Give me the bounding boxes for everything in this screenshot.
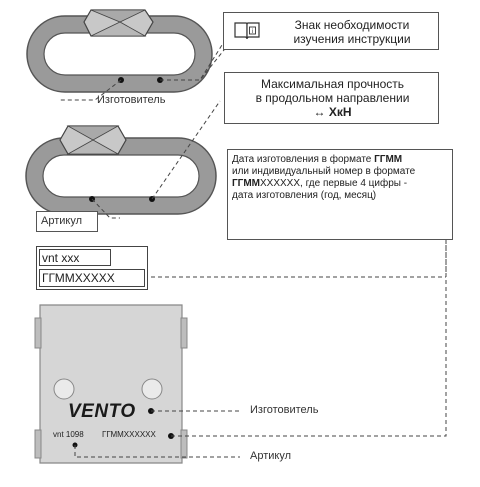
- manufacturer-label-top: Изготовитель: [97, 94, 166, 106]
- article-label-bottom: Артикул: [250, 450, 292, 462]
- sleeve-middle: [59, 125, 127, 155]
- date-format-text-4: дата изготовления (год, месяц): [232, 190, 377, 201]
- plate-code: vnt 1098: [53, 430, 84, 439]
- svg-text:i: i: [252, 29, 253, 35]
- callout-manual-sign: i Знак необходимости изучения инструкции: [223, 12, 439, 50]
- article-stack: vnt xxx ГГММХХХХХ: [36, 246, 148, 290]
- carabiner-middle: [25, 137, 217, 215]
- date-format-bold-1: ГГММ: [374, 154, 403, 165]
- max-strength-line1: Максимальная прочность: [260, 77, 405, 91]
- manual-sign-line1: Знак необходимости: [294, 18, 410, 32]
- date-format-text-1: Дата изготовления в формате: [232, 154, 375, 165]
- sleeve-top: [83, 9, 154, 37]
- article-tag-box: Артикул: [36, 211, 98, 232]
- article-serial-field: ГГММХХХХХ: [39, 269, 145, 287]
- plate-serial: ГГММХХХХХХ: [102, 430, 156, 439]
- date-format-text-3: ХХХХХХ, где первые 4 цифры -: [260, 178, 408, 189]
- callout-max-strength: Максимальная прочность в продольном напр…: [224, 72, 439, 124]
- manual-sign-line2: изучения инструкции: [293, 32, 411, 46]
- date-format-bold-2: ГГММ: [232, 178, 260, 189]
- vento-plate: [34, 304, 188, 464]
- double-arrow-icon: ↔: [313, 105, 326, 119]
- plate-brand: VENTO: [68, 401, 136, 422]
- manufacturer-label-bottom: Изготовитель: [250, 404, 319, 416]
- carabiner-top: [26, 15, 213, 93]
- article-code-field: vnt xxx: [39, 249, 111, 266]
- leader-lines: [60, 44, 447, 458]
- max-strength-line2: в продольном направлении: [255, 91, 410, 105]
- max-strength-value: ХкН: [328, 105, 352, 119]
- callout-date-format: Дата изготовления в формате ГГММ или инд…: [227, 149, 453, 240]
- book-icon: i: [234, 22, 260, 40]
- date-format-text-2: или индивидуальный номер в формате: [232, 166, 416, 177]
- article-tag-label: Артикул: [41, 215, 83, 227]
